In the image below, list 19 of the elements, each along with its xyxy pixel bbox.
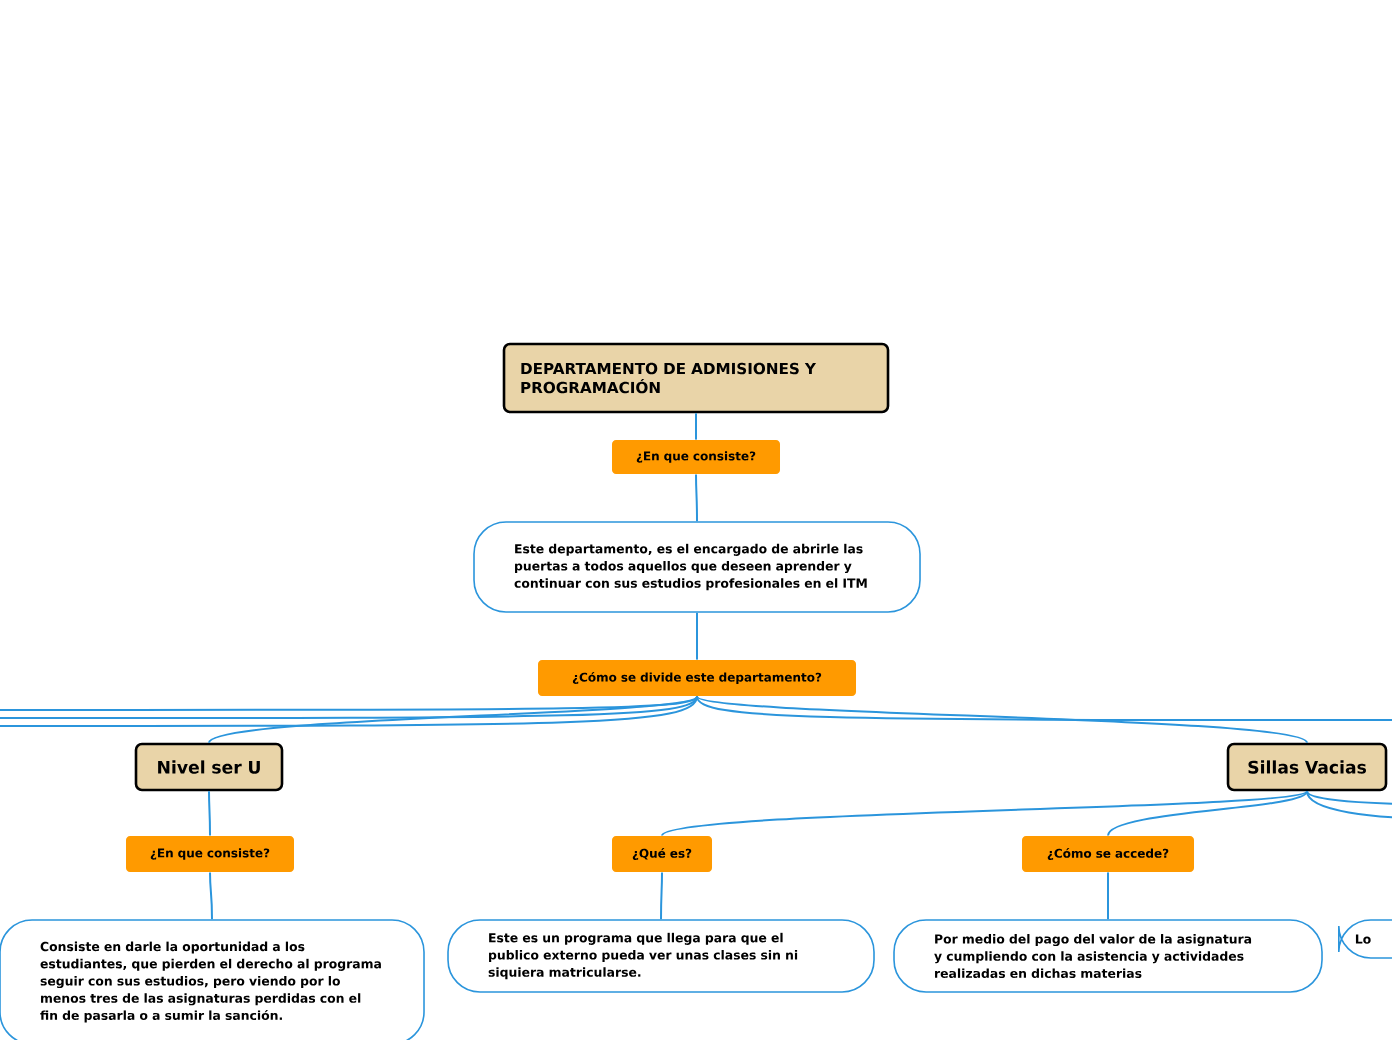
topic-box: Sillas Vacias [1226, 742, 1388, 792]
connector-line [696, 695, 1392, 721]
connector-line [695, 412, 697, 441]
connector-line [696, 611, 698, 661]
connector-line [695, 473, 698, 523]
connector-line [661, 790, 1308, 837]
connector-line [208, 695, 698, 744]
topic-box: Nivel ser U [134, 742, 284, 792]
connector-line [208, 790, 211, 837]
connector-line [696, 695, 1308, 744]
connector-line [660, 871, 663, 921]
connector-line [0, 695, 698, 719]
connector-line [0, 695, 698, 727]
connector-line [209, 871, 213, 921]
connector-line [1107, 871, 1109, 921]
connector-line [1306, 790, 1392, 819]
connector-line [0, 695, 698, 711]
connector-line [1306, 790, 1392, 805]
connector-line [1107, 790, 1308, 837]
